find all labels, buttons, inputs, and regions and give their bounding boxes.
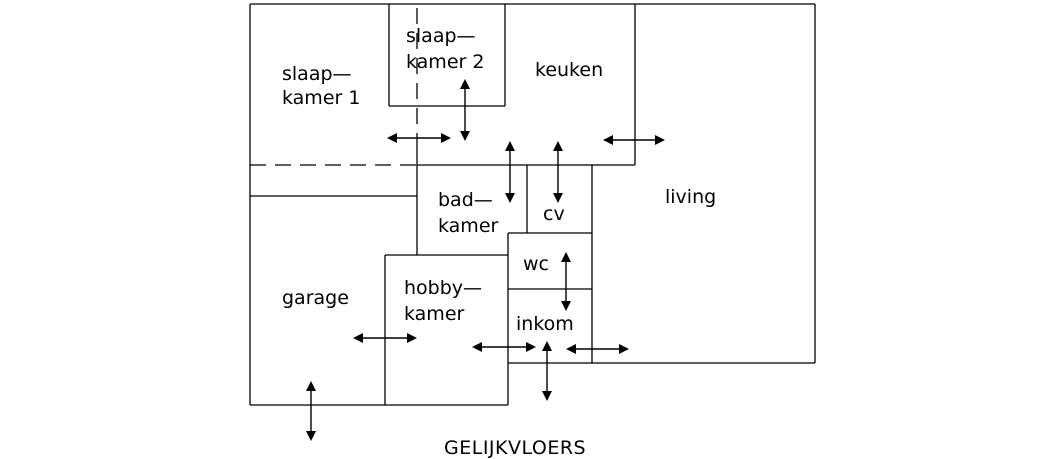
room-label-garage: garage xyxy=(282,287,349,309)
door-arrow-wc xyxy=(561,252,571,311)
room-labels: slaap— kamer 1 slaap— kamer 2 keuken liv… xyxy=(282,25,716,335)
door-arrow-cv xyxy=(553,141,563,203)
door-arrows xyxy=(306,79,665,441)
door-arrow-slaapkamer-1 xyxy=(387,133,451,143)
floor-plan-caption: GELIJKVLOERS xyxy=(444,437,586,459)
room-label-hobbykamer: hobby— kamer xyxy=(404,277,488,325)
door-arrow-inkom-living xyxy=(566,344,629,354)
door-arrow-badkamer xyxy=(505,141,515,203)
room-label-slaapkamer-2: slaap— kamer 2 xyxy=(406,25,484,73)
room-label-keuken: keuken xyxy=(535,59,603,81)
room-label-slaapkamer-1: slaap— kamer 1 xyxy=(282,63,360,109)
room-label-cv: cv xyxy=(543,203,565,225)
walls xyxy=(249,3,816,406)
door-arrow-living-keuken xyxy=(603,135,665,145)
dashed-partitions xyxy=(250,8,418,166)
room-label-living: living xyxy=(665,186,716,208)
room-label-badkamer: bad— kamer xyxy=(438,189,499,237)
door-arrow-slaapkamer-2 xyxy=(460,79,470,141)
door-arrow-hobbykamer-inkom xyxy=(472,342,536,352)
door-arrow-garage-entrance xyxy=(306,381,316,441)
door-arrow-garage-hobbykamer xyxy=(353,333,417,343)
room-label-wc: wc xyxy=(523,253,549,275)
room-label-inkom: inkom xyxy=(516,313,574,335)
door-arrow-inkom-entrance xyxy=(542,341,552,401)
